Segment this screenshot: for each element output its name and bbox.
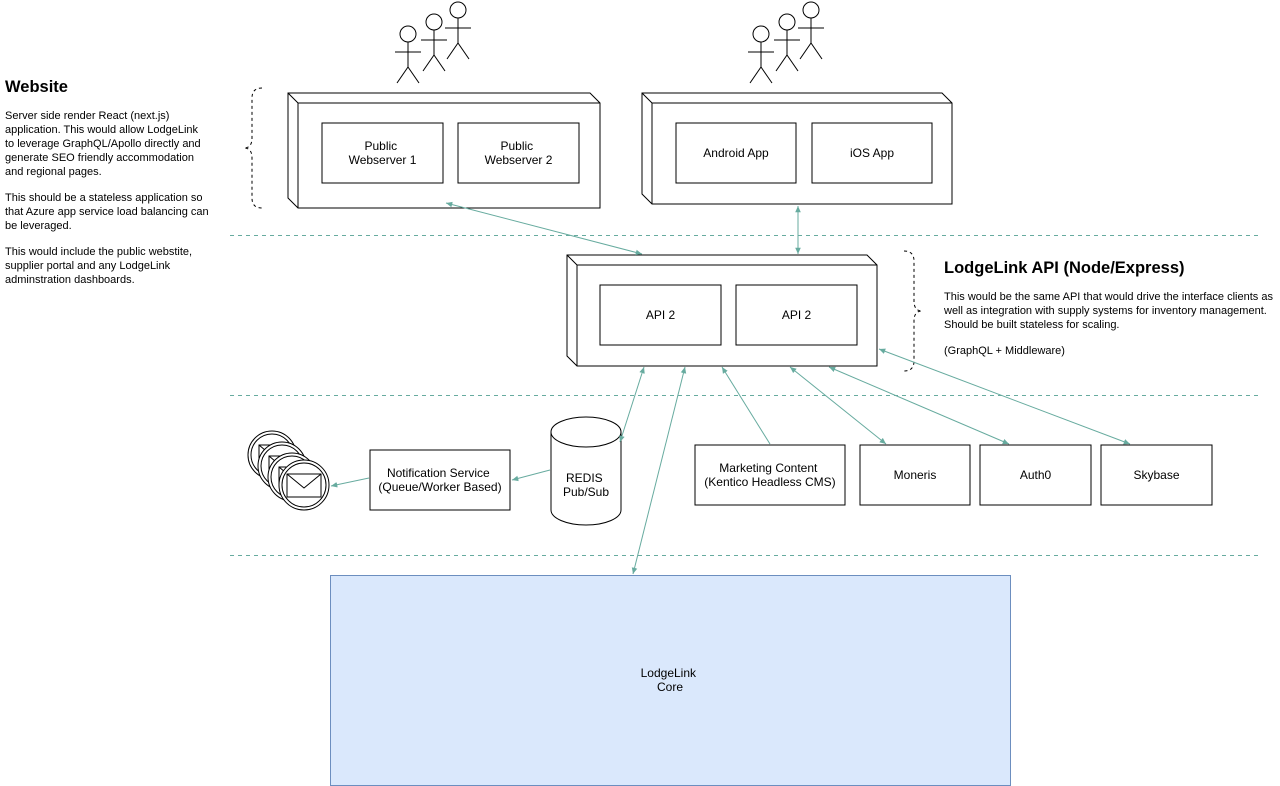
user-icon (774, 13, 800, 72)
lodgelink-core-label: LodgeLink Core (641, 666, 700, 694)
api-brace (903, 250, 923, 372)
user-icon (445, 1, 471, 60)
moneris-box[interactable] (859, 444, 971, 506)
api-group[interactable] (566, 254, 878, 367)
api-note-paragraph-2: (GraphQL + Middleware) (944, 345, 1065, 357)
website-paragraph-3: This would include the public webstite, … (5, 246, 193, 286)
api-note-paragraph-1: This would be the same API that would dr… (944, 291, 1273, 331)
user-icon (421, 13, 447, 72)
redis-cylinder[interactable] (550, 416, 622, 526)
web-api-connector (445, 201, 643, 256)
android-app-box[interactable] (675, 122, 797, 184)
user-icon (748, 25, 774, 84)
ios-app-box[interactable] (811, 122, 933, 184)
api-box-2-label: API 2 (782, 308, 812, 322)
mobile-app-group[interactable] (641, 92, 953, 205)
moneris-label: Moneris (894, 468, 937, 482)
mobile-users-icon (748, 1, 824, 84)
website-note: Website Server side render React (next.j… (5, 77, 210, 299)
api-box-1[interactable] (599, 284, 722, 346)
ios-app-label: iOS App (850, 146, 894, 160)
email-icons (247, 430, 330, 511)
website-title: Website (5, 78, 68, 96)
skybase-box[interactable] (1100, 444, 1213, 506)
website-brace (243, 87, 263, 209)
redis-notification-connector (511, 469, 551, 482)
api-note: LodgeLink API (Node/Express) This would … (944, 258, 1276, 370)
auth0-label: Auth0 (1020, 468, 1052, 482)
api-box-1-label: API 2 (646, 308, 676, 322)
user-icon (798, 1, 824, 60)
notification-service-label: Notification Service (Queue/Worker Based… (378, 466, 501, 494)
webserver-1-box[interactable] (321, 122, 444, 184)
website-paragraph-1: Server side render React (next.js) appli… (5, 110, 201, 178)
api-note-title: LodgeLink API (Node/Express) (944, 259, 1185, 277)
lodgelink-core-box[interactable] (330, 575, 1011, 786)
marketing-api-connector (721, 366, 771, 445)
marketing-content-label: Marketing Content (Kentico Headless CMS) (704, 461, 835, 489)
website-paragraph-2: This should be a stateless application s… (5, 192, 209, 232)
auth0-box[interactable] (979, 444, 1092, 506)
marketing-content-box[interactable] (694, 444, 846, 506)
skybase-label: Skybase (1133, 468, 1179, 482)
api-redis-connector (619, 366, 645, 443)
web-server-group[interactable] (287, 92, 601, 209)
web-users-icon (395, 1, 471, 84)
mail-icon (278, 459, 330, 511)
api-auth0-connector (828, 366, 1010, 445)
notification-service-box[interactable] (369, 449, 511, 511)
api-skybase-connector (878, 348, 1131, 445)
webserver-2-box[interactable] (457, 122, 580, 184)
connectors (330, 201, 1131, 575)
api-core-connector (631, 366, 687, 575)
webserver-1-label: Public Webserver 1 (349, 139, 417, 167)
api-moneris-connector (789, 366, 887, 445)
webserver-2-label: Public Webserver 2 (485, 139, 553, 167)
user-icon (395, 25, 421, 84)
api-box-2[interactable] (735, 284, 858, 346)
notification-email-connector (330, 477, 370, 488)
android-app-label: Android App (703, 146, 769, 160)
redis-label: REDIS Pub/Sub (563, 471, 609, 499)
